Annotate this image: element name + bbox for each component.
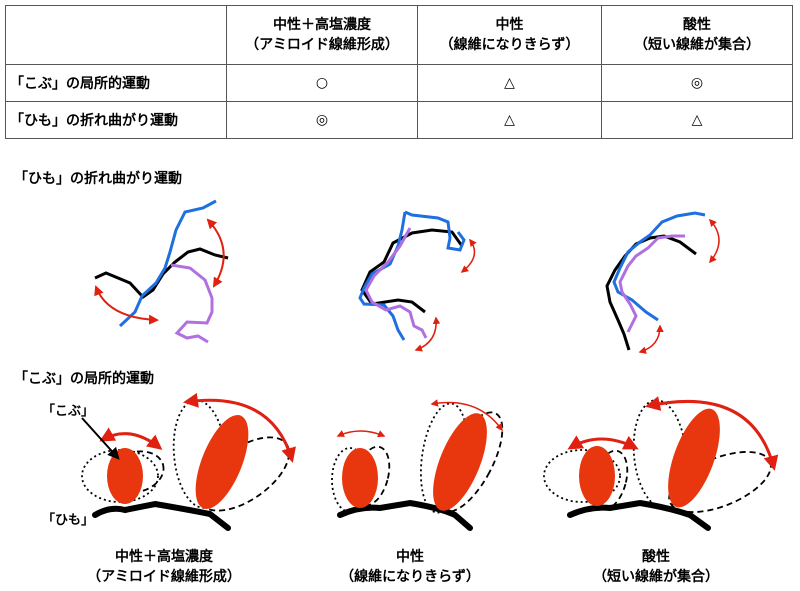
- bend-arrow: [414, 316, 441, 352]
- column-header-line2: （短い線維が集合）: [634, 37, 760, 53]
- caption-line2: （短い線維が集合）: [593, 569, 719, 585]
- table-corner-cell: [5, 5, 227, 65]
- caption-neutral-high-salt: 中性＋高塩濃度 （アミロイド線維形成）: [54, 547, 274, 587]
- motion-arrow: [430, 399, 503, 432]
- himo-label: 「ひも」: [42, 513, 95, 528]
- caption-line1: 酸性: [642, 549, 670, 565]
- caption-line2: （アミロイド線維形成）: [87, 569, 241, 585]
- cell-symbol: △: [601, 101, 793, 139]
- kobu-outline-dotted: [543, 449, 621, 503]
- bending-figure-acidic: [605, 211, 720, 354]
- bend-arrow: [206, 218, 225, 288]
- bending-figure-neutral-high-salt: [94, 199, 229, 344]
- kobu-red: [342, 448, 378, 508]
- kobu-label: 「こぶ」: [42, 404, 95, 419]
- caption-line1: 中性: [396, 549, 424, 565]
- cell-symbol: ○: [226, 64, 418, 102]
- column-header-line1: 中性＋高塩濃度: [273, 17, 371, 33]
- local-figure-neutral-high-salt: [81, 392, 296, 531]
- strand-himo: [567, 499, 711, 531]
- strand-purple: [170, 263, 214, 344]
- column-header-line1: 酸性: [683, 17, 711, 33]
- local-motion-section-title: 「こぶ」の局所的運動: [14, 371, 154, 387]
- caption-acidic: 酸性 （短い線維が集合）: [546, 547, 766, 587]
- bend-arrow: [708, 218, 720, 264]
- kobu-pointer-arrow: [81, 417, 120, 460]
- strand-blue: [118, 199, 217, 328]
- motion-arrow: [645, 396, 779, 471]
- caption-neutral: 中性 （線維になりきらず）: [300, 547, 520, 587]
- bending-figure-neutral: [358, 210, 477, 352]
- comparison-table: 中性＋高塩濃度 （アミロイド線維形成） 中性 （線維になりきらず） 酸性 （短い…: [5, 5, 793, 139]
- motion-arrow: [336, 430, 386, 438]
- strand-himo: [92, 500, 231, 531]
- column-header-line2: （線維になりきらず）: [439, 37, 580, 53]
- row-label: 「こぶ」の局所的運動: [5, 64, 227, 102]
- caption-line1: 中性＋高塩濃度: [115, 549, 213, 565]
- kobu-red: [579, 446, 615, 506]
- kobu-red: [195, 415, 249, 509]
- cell-symbol: △: [417, 101, 602, 139]
- motion-arrow: [567, 435, 639, 450]
- kobu-red: [433, 413, 487, 511]
- table-row-himo: 「ひも」の折れ曲がり運動 ◎ △ △: [5, 101, 793, 139]
- kobu-red: [107, 448, 143, 504]
- local-figure-acidic: [543, 396, 779, 531]
- bend-arrow: [638, 324, 664, 354]
- strand-himo: [337, 499, 473, 531]
- bend-arrow: [94, 285, 159, 325]
- strand-blue: [612, 211, 706, 322]
- strand-black: [360, 228, 464, 314]
- local-figure-neutral: [331, 399, 504, 531]
- cell-symbol: ◎: [226, 101, 418, 139]
- motion-arrow: [183, 392, 296, 463]
- caption-line2: （線維になりきらず）: [340, 569, 480, 585]
- motion-arrow: [99, 427, 163, 450]
- bending-section-title: 「ひも」の折れ曲がり運動: [14, 171, 182, 187]
- column-header-line2: （アミロイド線維形成）: [245, 37, 399, 53]
- column-header-line1: 中性: [495, 17, 524, 33]
- strand-purple: [618, 234, 685, 333]
- bend-arrow: [460, 238, 477, 273]
- column-header-acidic: 酸性 （短い線維が集合）: [601, 5, 793, 65]
